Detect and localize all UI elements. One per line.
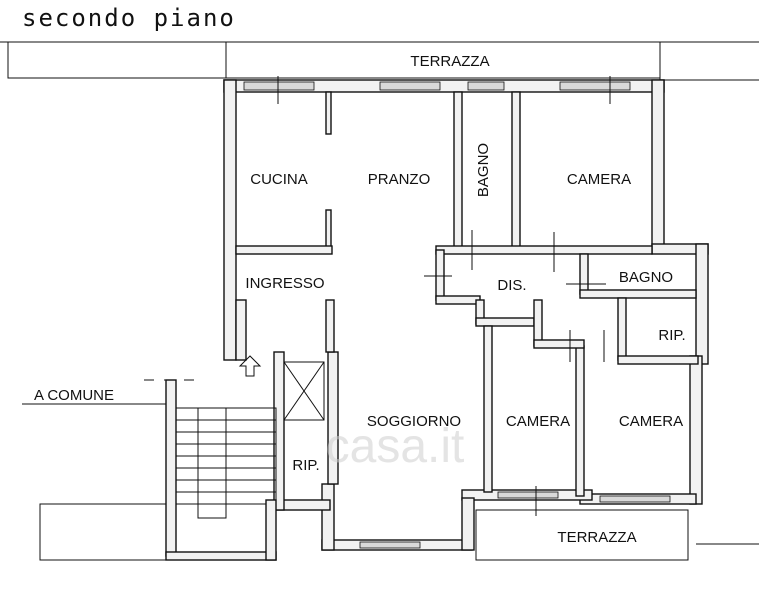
label-rip-2: RIP.: [292, 457, 319, 474]
label-camera-1: CAMERA: [567, 171, 631, 188]
bottom-terrace-outline: [475, 509, 759, 561]
label-terrazza-top: TERRAZZA: [410, 53, 489, 70]
label-cucina: CUCINA: [250, 171, 308, 188]
room-labels: TERRAZZA CUCINA PRANZO BAGNO CAMERA INGR…: [34, 53, 686, 546]
label-bagno-1: BAGNO: [475, 143, 492, 197]
label-a-comune: A COMUNE: [34, 387, 114, 404]
top-terrace-outline: [0, 41, 759, 81]
windows: [243, 81, 671, 549]
exterior-walls: [223, 79, 709, 551]
label-rip-1: RIP.: [658, 327, 685, 344]
label-ingresso: INGRESSO: [245, 275, 324, 292]
label-terrazza-bottom: TERRAZZA: [557, 529, 636, 546]
watermark: casa.it: [326, 420, 465, 473]
floor-title: secondo piano: [22, 4, 236, 32]
label-soggiorno: SOGGIORNO: [367, 413, 461, 430]
stair-core: [22, 355, 325, 561]
label-camera-3: CAMERA: [619, 413, 683, 430]
label-bagno-2: BAGNO: [619, 269, 673, 286]
label-camera-2: CAMERA: [506, 413, 570, 430]
interior-walls: [235, 91, 699, 497]
label-pranzo: PRANZO: [368, 171, 431, 188]
door-markers: [277, 76, 611, 516]
label-dis: DIS.: [497, 277, 526, 294]
